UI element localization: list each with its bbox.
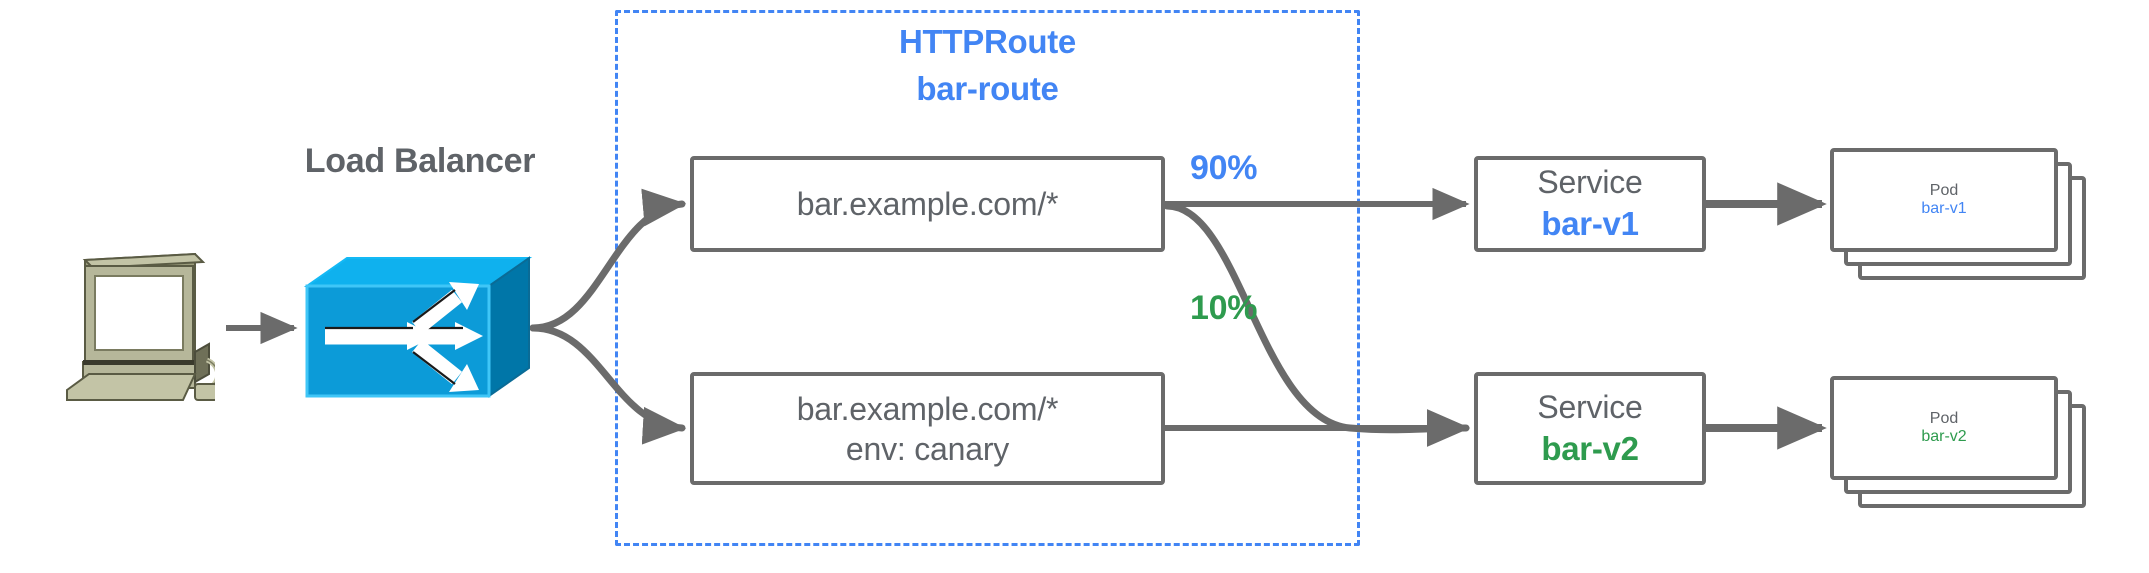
httproute-kind-label: HTTPRoute [899,23,1076,60]
pod-stack-bar-v2[interactable]: Pod bar-v2 [1830,376,2100,536]
pod-v1-name: bar-v1 [1921,200,1967,217]
route-canary-hostname: bar.example.com/* [796,390,1059,427]
pod-stack-bar-v1[interactable]: Pod bar-v1 [1830,148,2100,308]
httproute-group-boundary [615,10,1360,546]
route-rule-canary[interactable]: bar.example.com/* env: canary [690,372,1165,485]
pod-v1-kind: Pod [1929,182,1959,199]
service-v2-name: bar-v2 [1541,429,1639,467]
service-v1-name: bar-v1 [1541,205,1639,242]
load-balancer-label: Load Balancer [304,142,536,180]
route-rule-primary[interactable]: bar.example.com/* [690,156,1165,252]
pod-v2-name: bar-v2 [1921,428,1967,445]
service-bar-v1[interactable]: Service bar-v1 [1474,156,1706,252]
route-canary-header-match: env: canary [845,430,1010,467]
route-primary-hostname: bar.example.com/* [796,186,1059,222]
weight-label-primary: 90% [1190,149,1258,187]
network-switch-icon [303,256,533,398]
pod-card-front[interactable]: Pod bar-v2 [1830,376,2058,480]
edge-loadbalancer-to-route-canary [529,324,687,445]
httproute-name-label: bar-route [916,70,1059,107]
service-bar-v2[interactable]: Service bar-v2 [1474,372,1706,485]
desktop-computer-icon [66,252,215,401]
pod-v2-kind: Pod [1929,410,1959,427]
weight-label-canary: 10% [1190,289,1258,327]
service-v2-kind: Service [1537,388,1643,425]
pod-card-front[interactable]: Pod bar-v1 [1830,148,2058,252]
httproute-title: HTTPRoute bar-route [615,18,1360,112]
edge-loadbalancer-to-route-primary [529,188,687,332]
service-v1-kind: Service [1537,164,1643,200]
